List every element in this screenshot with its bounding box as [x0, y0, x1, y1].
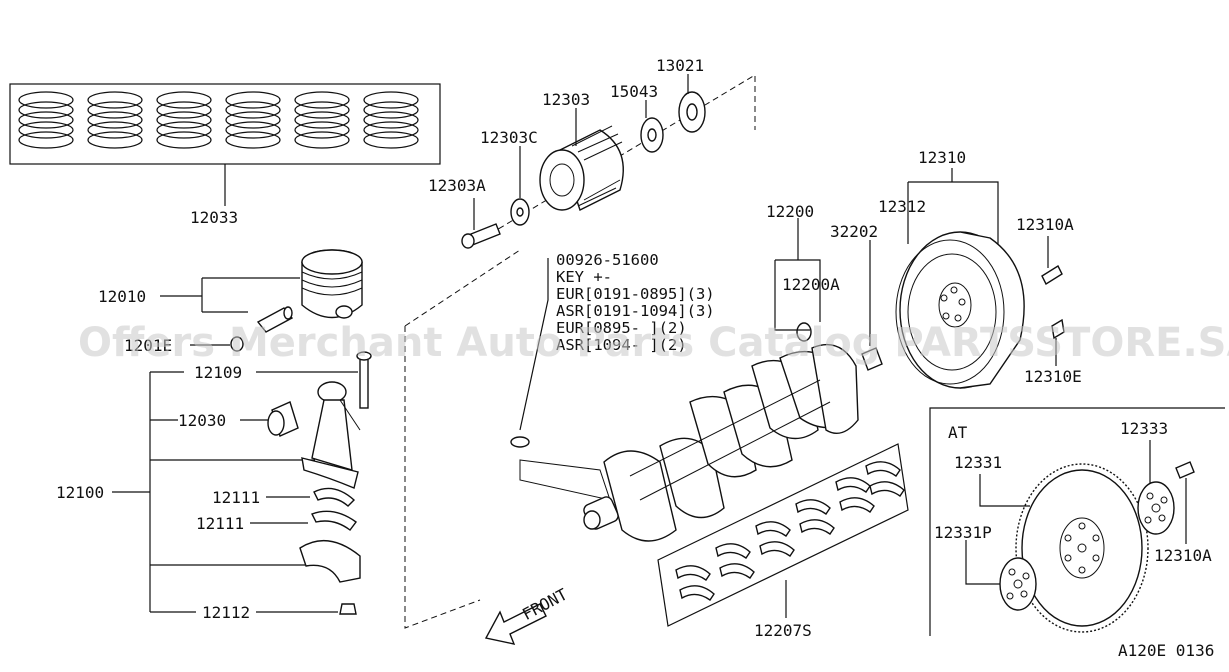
main-bearing-shell — [675, 565, 715, 601]
main-bearing-shell — [865, 461, 905, 497]
diagram-code: A120E 0136 — [1118, 641, 1214, 660]
piston[interactable] — [301, 249, 363, 319]
label-12312[interactable]: 12312 — [878, 197, 926, 216]
label-12303C[interactable]: 12303C — [480, 128, 538, 147]
watermark: Offers Merchant Auto Parts Catalog PARTS… — [78, 320, 1229, 366]
label-12303A[interactable]: 12303A — [428, 176, 486, 195]
label-1201E[interactable]: 1201E — [124, 336, 172, 355]
flywheel-dowel[interactable] — [1051, 318, 1065, 340]
small-end-bushing[interactable] — [267, 401, 299, 437]
main-bearing-shell — [755, 521, 795, 557]
piston-ring-stack — [225, 91, 281, 149]
piston-ring-set[interactable] — [9, 83, 441, 165]
label-32202[interactable]: 32202 — [830, 222, 878, 241]
label-12310A[interactable]: 12310A — [1016, 215, 1074, 234]
key-note-line-3: EUR[0895- ](2) — [556, 319, 687, 337]
rod-bearing-lower[interactable] — [311, 510, 357, 531]
label-12111-upper[interactable]: 12111 — [212, 488, 260, 507]
crank-pulley-bolt[interactable] — [461, 223, 501, 249]
key-part-number[interactable]: 00926-51600 — [556, 251, 659, 269]
label-15043[interactable]: 15043 — [610, 82, 658, 101]
front-arrow-icon — [484, 603, 547, 645]
label-12310A-at[interactable]: 12310A — [1154, 546, 1212, 565]
rod-cap[interactable] — [299, 539, 361, 583]
crankshaft-key[interactable] — [510, 436, 530, 448]
pulley-washer[interactable] — [510, 198, 530, 226]
flywheel-bolt[interactable] — [1041, 264, 1063, 286]
flywheel[interactable] — [895, 231, 1025, 389]
main-bearing-set[interactable] — [675, 461, 905, 601]
label-12010[interactable]: 12010 — [98, 287, 146, 306]
label-13021[interactable]: 13021 — [656, 56, 704, 75]
label-12333[interactable]: 12333 — [1120, 419, 1168, 438]
key-note-line-1: EUR[0191-0895](3) — [556, 285, 715, 303]
key-note-header: KEY +- — [556, 268, 612, 286]
label-12207S[interactable]: 12207S — [754, 621, 812, 640]
piston-pin[interactable] — [256, 306, 294, 333]
front-label: FRONT — [519, 584, 571, 624]
label-12200A[interactable]: 12200A — [782, 275, 840, 294]
at-label: AT — [948, 423, 968, 442]
main-bearing-shell — [795, 499, 835, 535]
drive-plate[interactable] — [1015, 463, 1149, 633]
piston-ring-stack — [363, 91, 419, 149]
timing-sprocket-spacer[interactable] — [640, 117, 664, 153]
label-12030[interactable]: 12030 — [178, 411, 226, 430]
piston-ring-stack — [156, 91, 212, 149]
label-12109[interactable]: 12109 — [194, 363, 242, 382]
main-bearing-shell — [715, 543, 755, 579]
main-bearing-shell — [835, 477, 875, 513]
label-12310[interactable]: 12310 — [918, 148, 966, 167]
label-12112[interactable]: 12112 — [202, 603, 250, 622]
key-note-line-2: ASR[0191-1094](3) — [556, 302, 715, 320]
pilot-bushing[interactable] — [861, 347, 883, 371]
label-12331[interactable]: 12331 — [954, 453, 1002, 472]
label-12331P[interactable]: 12331P — [934, 523, 992, 542]
rod-bearing-upper[interactable] — [313, 487, 356, 507]
rod-bolt[interactable] — [356, 351, 372, 409]
crank-sprocket[interactable] — [678, 91, 706, 133]
label-12310E[interactable]: 12310E — [1024, 367, 1082, 386]
crankshaft[interactable] — [582, 343, 859, 542]
piston-ring-stack — [18, 91, 74, 149]
pilot-bearing[interactable] — [796, 322, 812, 342]
drive-plate-reinforcement[interactable] — [1137, 481, 1175, 535]
piston-pin-clip[interactable] — [230, 336, 244, 352]
connecting-rod[interactable] — [301, 381, 361, 489]
key-note-line-4: ASR[1094- ](2) — [556, 336, 687, 354]
label-12100[interactable]: 12100 — [56, 483, 104, 502]
label-12111-lower[interactable]: 12111 — [196, 514, 244, 533]
rod-nut[interactable] — [339, 603, 357, 615]
label-12033[interactable]: 12033 — [190, 208, 238, 227]
drive-plate-bolt[interactable] — [1175, 461, 1195, 479]
label-12200[interactable]: 12200 — [766, 202, 814, 221]
piston-ring-stack — [294, 91, 350, 149]
crank-pulley[interactable] — [539, 125, 624, 211]
piston-ring-stack — [87, 91, 143, 149]
label-12303[interactable]: 12303 — [542, 90, 590, 109]
drive-plate-spacer[interactable] — [999, 557, 1037, 611]
